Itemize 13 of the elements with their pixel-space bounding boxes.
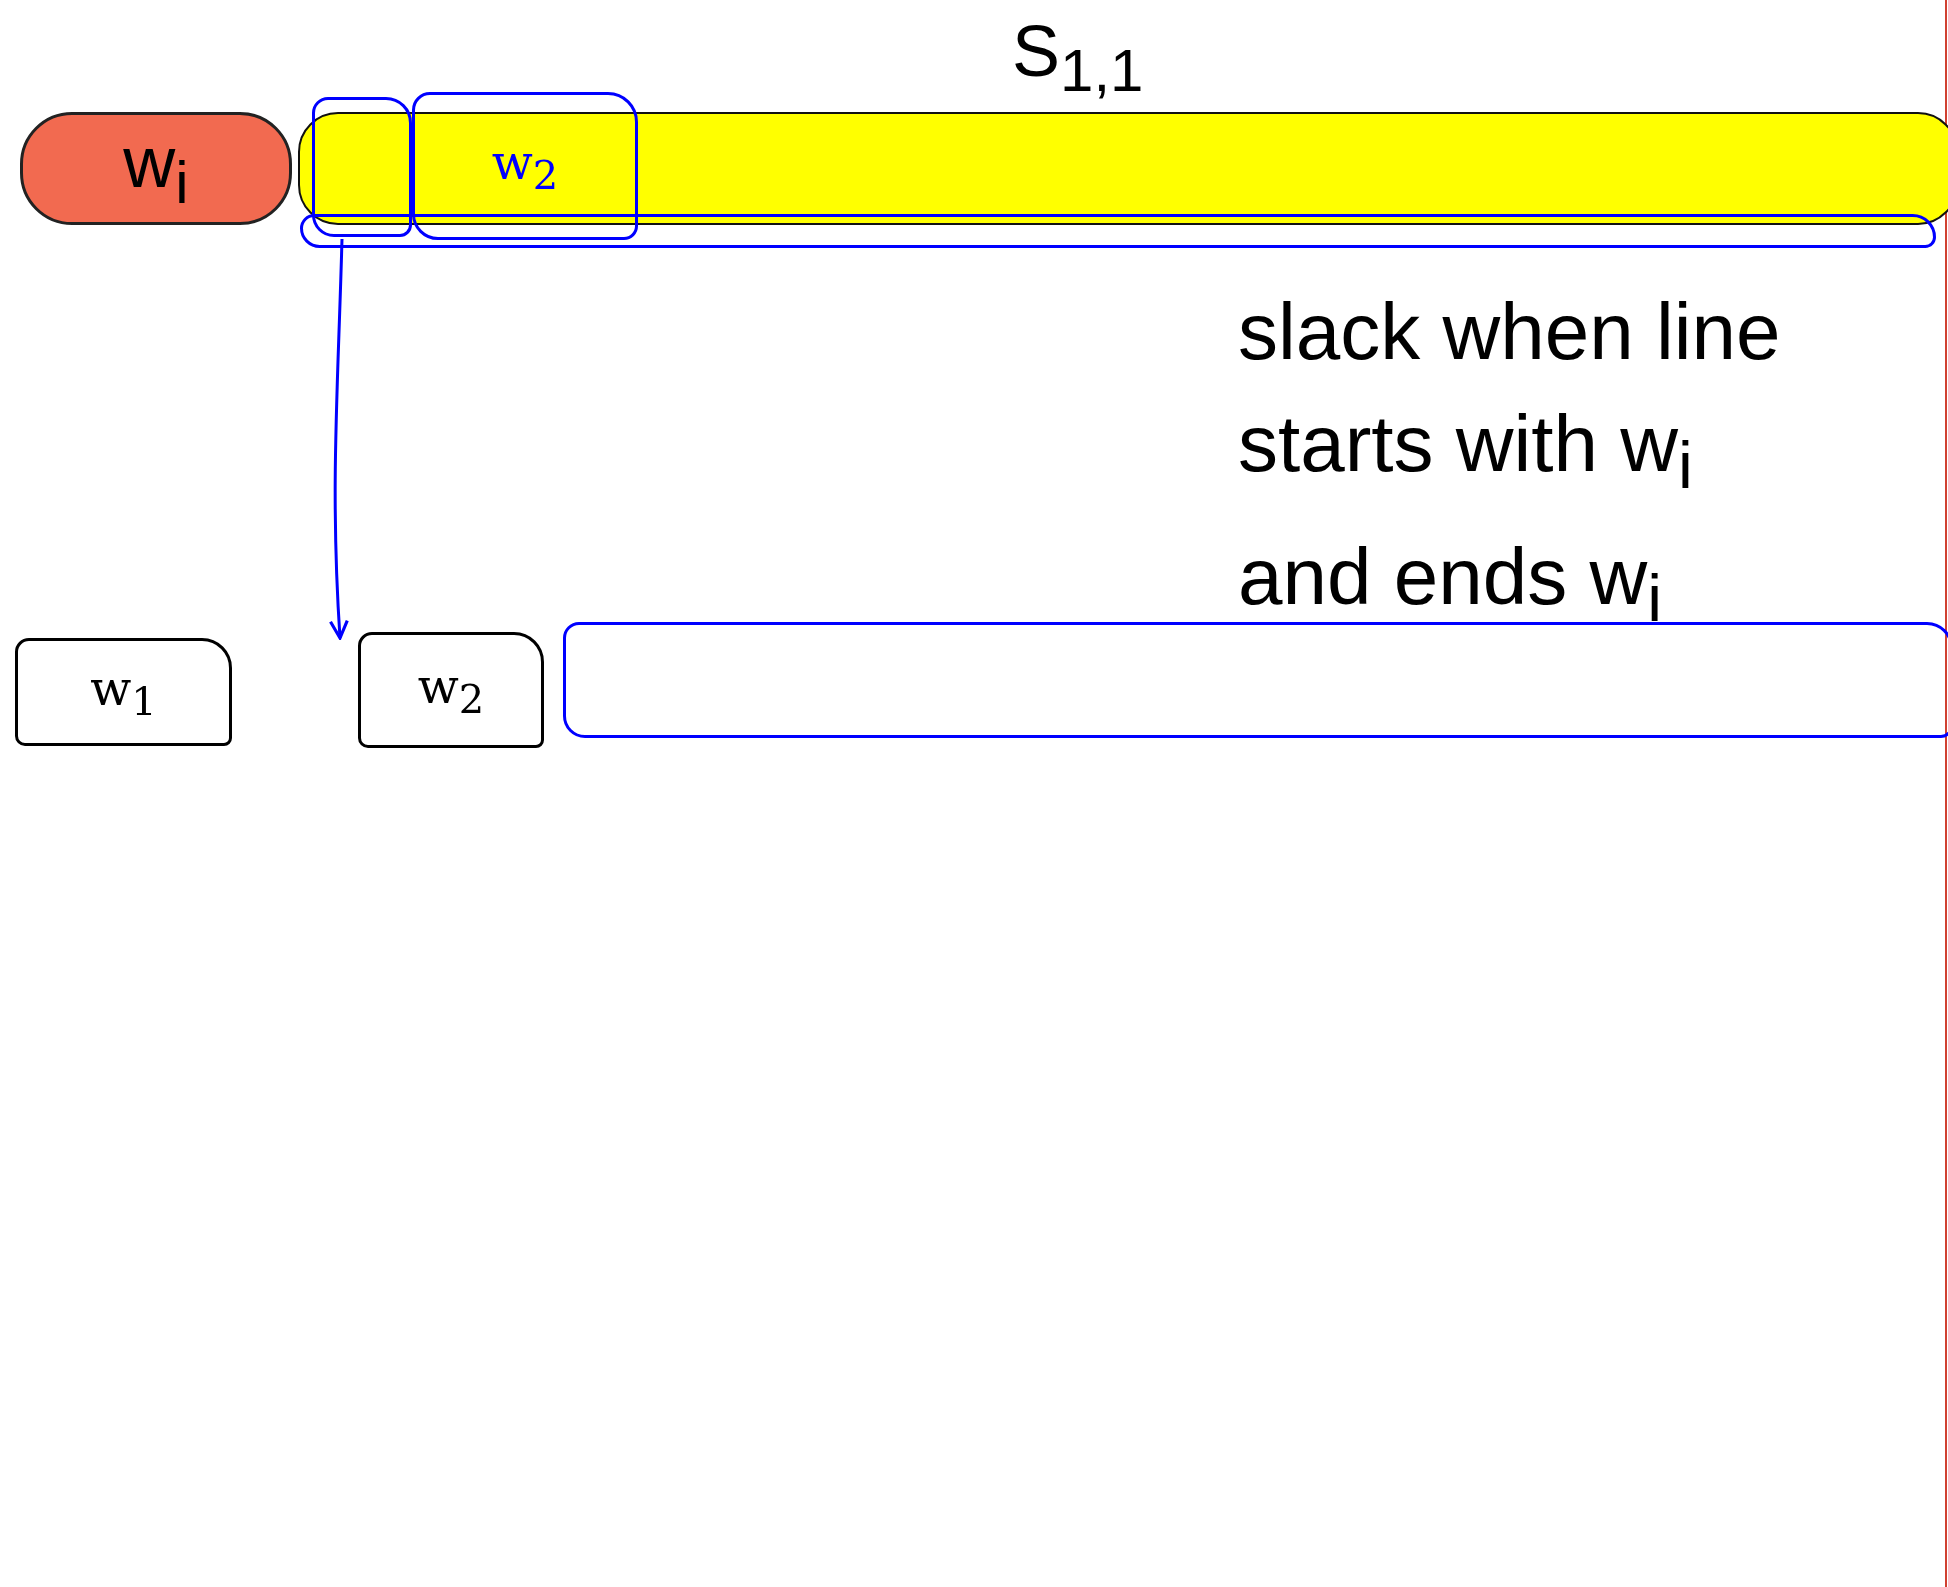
note-text: slack when line starts with w$_{i}$ and ends w$_{i}$ [1238, 286, 1782, 637]
word-label: w$_{2}$ [417, 657, 485, 723]
hand-drawn-outline [300, 214, 1936, 248]
hand-drawn-box [15, 638, 232, 746]
word-label: w$_{2}$ [491, 133, 559, 199]
hand-drawn-loop [312, 97, 412, 237]
word-label: w$_{i}$ [123, 120, 189, 217]
word-label: w$_{1}$ [90, 659, 157, 725]
hand-drawn-box [412, 92, 638, 240]
hand-drawn-box [358, 632, 544, 748]
hand-drawn-outline [563, 622, 1948, 738]
arrow [329, 238, 349, 640]
bar-heading: S$_{1,1}$ [1012, 10, 1144, 106]
